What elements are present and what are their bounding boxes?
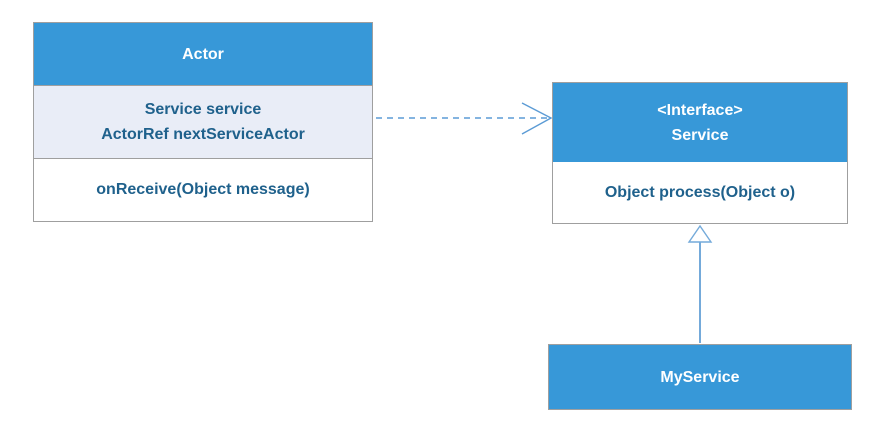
interface-service-title: Service [671,126,729,144]
interface-box-service[interactable]: <Interface> Service Object process(Objec… [552,82,848,224]
class-myservice-title: MyService [549,345,851,409]
method-on-receive: onReceive(Object message) [96,181,310,198]
class-box-myservice[interactable]: MyService [548,344,852,410]
interface-stereotype: <Interface> [657,101,743,119]
interface-service-header: <Interface> Service [553,83,847,162]
class-box-actor[interactable]: Actor Service service ActorRef nextServi… [33,22,373,222]
class-actor-attributes: Service service ActorRef nextServiceActo… [34,85,372,159]
interface-service-methods: Object process(Object o) [553,162,847,223]
attribute-service: Service service [144,101,262,118]
realization-arrow-myservice-to-service[interactable] [687,224,713,343]
method-process: Object process(Object o) [604,183,796,201]
class-actor-title: Actor [34,23,372,85]
dependency-arrow-actor-to-service[interactable] [376,102,553,135]
class-actor-methods: onReceive(Object message) [34,159,372,221]
attribute-next-service-actor: ActorRef nextServiceActor [101,126,305,143]
